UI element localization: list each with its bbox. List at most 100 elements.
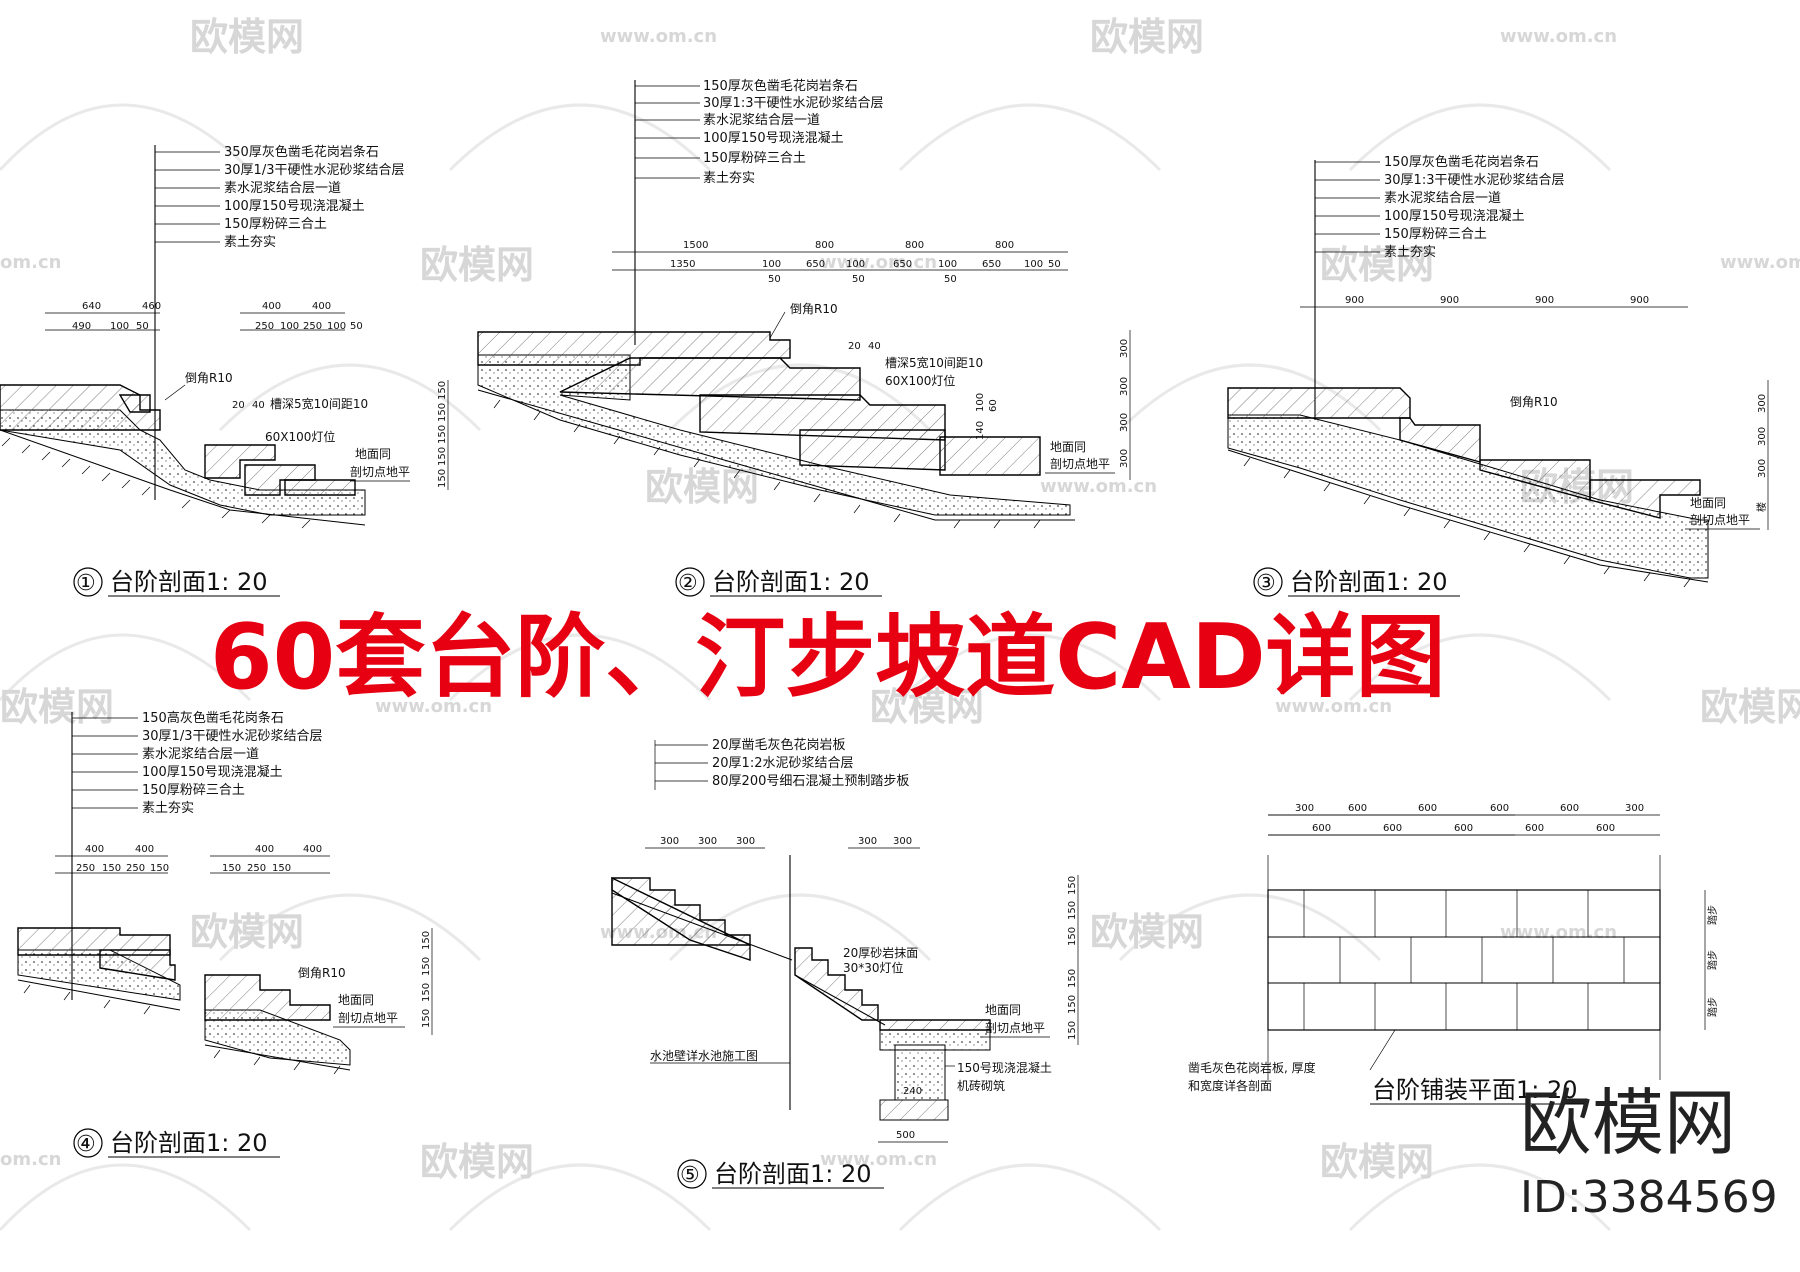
dim-label: 150 [437, 469, 448, 488]
watermark-url: www.om.cn [375, 696, 492, 717]
section-5-note: 机砖砌筑 [957, 1078, 1005, 1093]
dim-label: 1350 [670, 259, 695, 270]
dim-label: 100 [280, 321, 299, 332]
section-4-drawing: 150高灰色凿毛花岗条石 30厚1/3干硬性水泥砂浆结合层 素水泥浆结合层一道 … [17, 710, 433, 1158]
section-3-dimensions: 900 900 900 900 300 300 300 楼 [1300, 295, 1769, 530]
dim-label: 400 [135, 844, 154, 855]
section-1-notes: 倒角R10 20 40 槽深5宽10间距10 60X100灯位 地面同 剖切点地… [164, 371, 410, 482]
watermark-logo: 欧模网 [645, 465, 759, 509]
section-4-layer: 素水泥浆结合层一道 [142, 747, 259, 762]
dim-label: 800 [995, 240, 1014, 251]
watermark-url: www.om.cn [600, 26, 717, 47]
watermark-url: www.om.cn [1500, 922, 1617, 943]
dim-label: 150 [102, 863, 121, 874]
dim-label: 150 [437, 447, 448, 466]
section-5-note: 地面同 [985, 1003, 1021, 1017]
dim-label: 300 [1119, 339, 1130, 358]
dim-label: 50 [1048, 259, 1061, 270]
dim-label: 150 [421, 1009, 432, 1028]
dim-label: 640 [82, 301, 101, 312]
watermark-url: www.om.cn [820, 1149, 937, 1170]
watermark-logo: 欧模网 [190, 15, 304, 59]
section-4-layer: 100厚150号现浇混凝土 [142, 764, 283, 780]
brand-block: 欧模网 ID:3384569 [1520, 1081, 1778, 1223]
dim-label: 300 [1119, 413, 1130, 432]
dim-label: 100 [762, 259, 781, 270]
brand-logo: 欧模网 [1520, 1081, 1736, 1165]
dim-label: 900 [1440, 295, 1459, 306]
paving-plan-note: 和宽度详各剖面 [1188, 1078, 1272, 1093]
dim-label: 300 [698, 836, 717, 847]
dim-label: 150 [222, 863, 241, 874]
section-5-note: 剖切点地平 [985, 1021, 1045, 1035]
section-1-layer: 素水泥浆结合层一道 [224, 181, 341, 196]
section-1-steps [0, 384, 366, 529]
section-5-steps [611, 855, 991, 1121]
dim-label: 150 [1067, 901, 1078, 920]
section-1-layer-callout: 350厚灰色凿毛花岗岩条石 30厚1/3干硬性水泥砂浆结合层 素水泥浆结合层一道… [154, 144, 404, 500]
dim-label: 600 [1560, 803, 1579, 814]
dim-label: 250 [303, 321, 322, 332]
dim-label: 600 [1454, 823, 1473, 834]
section-3-note: 剖切点地平 [1690, 513, 1750, 527]
watermark-logo: 欧模网 [1320, 243, 1434, 287]
section-2-note: 剖切点地平 [1050, 457, 1110, 471]
section-4-layer: 30厚1/3干硬性水泥砂浆结合层 [142, 729, 322, 744]
section-4-note: 地面同 [338, 993, 374, 1007]
dim-label: 400 [303, 844, 322, 855]
section-5-dimensions: 300 300 300 300 300 150 150 150 150 150 … [645, 836, 1079, 1143]
dim-label: 300 [893, 836, 912, 847]
section-5-layer: 80厚200号细石混凝土预制踏步板 [712, 773, 909, 789]
watermark-url: om.cn [0, 1149, 61, 1170]
section-2-note: 40 [868, 341, 881, 352]
watermark-url: www.om.cn [820, 252, 937, 273]
dim-label: 150 [1067, 1021, 1078, 1040]
section-1-note: 槽深5宽10间距10 [270, 396, 368, 411]
dim-label: 600 [1312, 823, 1331, 834]
section-1-drawing: 350厚灰色凿毛花岗岩条石 30厚1/3干硬性水泥砂浆结合层 素水泥浆结合层一道… [0, 144, 449, 597]
watermark-logo: 欧模网 [420, 243, 534, 287]
dim-label: 300 [1757, 459, 1768, 478]
dim-label: 150 [1067, 969, 1078, 988]
section-1-dimensions: 640 460 400 400 490 100 50 250 100 250 1… [45, 301, 449, 490]
watermark-url: www.om.cn [1720, 252, 1800, 273]
section-2-layer: 素水泥浆结合层一道 [703, 113, 820, 128]
dim-label: 650 [893, 259, 912, 270]
dim-label: 600 [1490, 803, 1509, 814]
dim-label: 150 [421, 983, 432, 1002]
section-2-note: 100 [975, 393, 986, 412]
dim-label: 600 [1525, 823, 1544, 834]
section-4-steps [17, 927, 351, 1075]
dim-label: 800 [905, 240, 924, 251]
section-2-layer: 素土夯实 [703, 171, 755, 186]
watermark-logo: 欧模网 [190, 910, 304, 954]
dim-label: 150 [437, 381, 448, 400]
section-2-note: 140 [975, 421, 986, 440]
section-2-layer: 150厚粉碎三合土 [703, 151, 806, 166]
dim-label: 300 [1295, 803, 1314, 814]
dim-label: 300 [1119, 377, 1130, 396]
dim-label: 50 [852, 274, 865, 285]
section-2-dimensions: 1500 800 800 800 1350 100 50 650 100 50 … [612, 240, 1131, 480]
section-1-note: 60X100灯位 [265, 429, 335, 444]
dim-label: 650 [806, 259, 825, 270]
dim-label: 800 [815, 240, 834, 251]
section-2-steps [477, 331, 1075, 529]
watermark-logo: 欧模网 [1090, 910, 1204, 954]
section-5-note: 20厚砂岩抹面 [843, 945, 918, 960]
section-5-layer-callout: 20厚凿毛灰色花岗岩板 20厚1:2水泥砂浆结合层 80厚200号细石混凝土预制… [654, 737, 909, 790]
watermark-logo: 欧模网 [1090, 15, 1204, 59]
dim-label: 250 [76, 863, 95, 874]
section-3-notes: 倒角R10 地面同 剖切点地平 [1510, 395, 1760, 530]
dim-label: 150 [1067, 927, 1078, 946]
section-2-note: 20 [848, 341, 861, 352]
dim-label: 490 [72, 321, 91, 332]
watermark-logo: 欧模网 [870, 685, 984, 729]
section-3-layer: 素土夯实 [1384, 245, 1436, 260]
section-3-layer: 素水泥浆结合层一道 [1384, 191, 1501, 206]
section-4-note: 剖切点地平 [338, 1011, 398, 1025]
dim-label: 400 [85, 844, 104, 855]
watermark-url: om.cn [0, 252, 61, 273]
watermark-logo: 欧模网 [1700, 685, 1800, 729]
section-5-caption-number: ⑤ [680, 1163, 700, 1188]
